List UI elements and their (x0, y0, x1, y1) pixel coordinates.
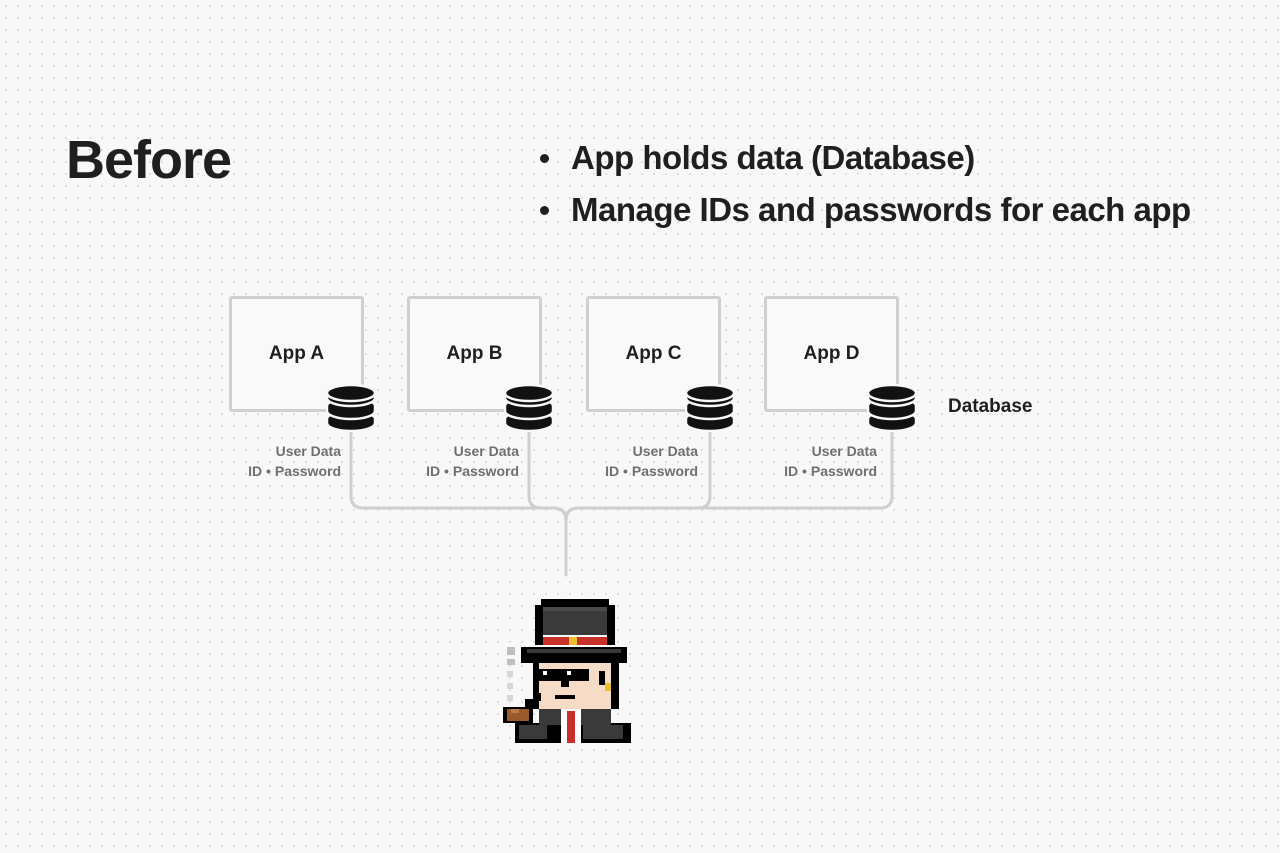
bullet-manage-credentials: Manage IDs and passwords for each app (538, 184, 1191, 236)
pixel-detective-icon (503, 599, 631, 743)
user-data-label: User Data (811, 443, 877, 459)
user-data-label: User Data (275, 443, 341, 459)
page-title: Before (66, 130, 232, 190)
credential-label: ID • Password (248, 463, 341, 479)
credential-label: ID • Password (426, 463, 519, 479)
database-icon (685, 384, 735, 432)
app-name: App B (446, 343, 503, 364)
app-d-labels: User Data ID • Password (677, 441, 877, 481)
database-icon (867, 384, 917, 432)
app-a-labels: User Data ID • Password (141, 441, 341, 481)
bullet-app-holds-data: App holds data (Database) (538, 132, 1191, 184)
app-name: App C (625, 343, 682, 364)
credential-label: ID • Password (605, 463, 698, 479)
database-icon (326, 384, 376, 432)
credential-label: ID • Password (784, 463, 877, 479)
app-box-d: App D (764, 296, 899, 412)
app-name: App A (268, 343, 325, 364)
user-data-label: User Data (453, 443, 519, 459)
app-box-c: App C (586, 296, 721, 412)
app-b-labels: User Data ID • Password (319, 441, 519, 481)
database-icon (504, 384, 554, 432)
database-caption: Database (948, 396, 1033, 417)
app-name: App D (803, 343, 860, 364)
app-c-labels: User Data ID • Password (498, 441, 698, 481)
user-data-label: User Data (632, 443, 698, 459)
bullet-list: App holds data (Database) Manage IDs and… (538, 132, 1191, 236)
